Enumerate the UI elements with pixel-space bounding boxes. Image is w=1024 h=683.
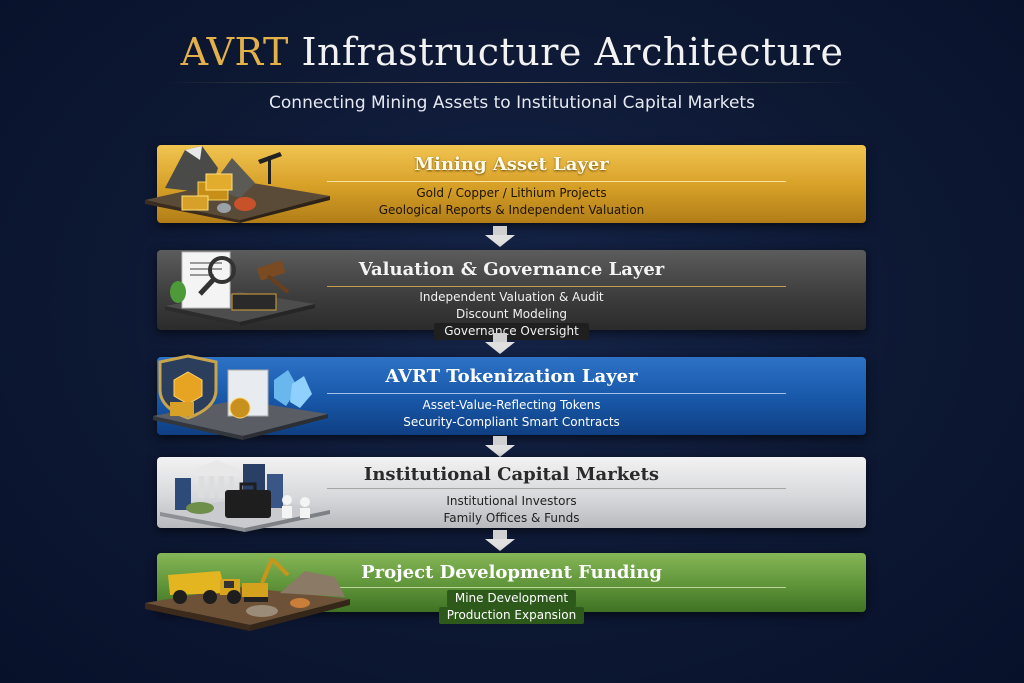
flow-arrow-down-icon bbox=[485, 530, 515, 551]
layer-title: Valuation & Governance Layer bbox=[358, 259, 665, 280]
layer-title: AVRT Tokenization Layer bbox=[385, 366, 638, 387]
header: AVRT Infrastructure Architecture Connect… bbox=[0, 30, 1024, 113]
dump-truck-excavator-icon bbox=[145, 557, 350, 631]
layer-line: Mine Development bbox=[446, 590, 577, 607]
layer-title: Project Development Funding bbox=[361, 562, 662, 583]
layer-line: Asset-Value-Reflecting Tokens bbox=[422, 398, 601, 412]
layer-title: Mining Asset Layer bbox=[414, 154, 609, 175]
layer-lines: Independent Valuation & Audit Discount M… bbox=[157, 289, 866, 340]
layer-lines: Gold / Copper / Lithium Projects Geologi… bbox=[157, 185, 866, 219]
gavel-document-icon bbox=[165, 251, 315, 326]
bank-briefcase-icon bbox=[160, 460, 330, 532]
layer-line: Discount Modeling bbox=[455, 307, 568, 321]
layer-lines: Institutional Investors Family Offices &… bbox=[157, 493, 866, 527]
layer-divider bbox=[327, 286, 786, 287]
layer-line: Governance Oversight bbox=[434, 323, 589, 340]
layer-divider bbox=[327, 488, 786, 489]
title-rest: Infrastructure Architecture bbox=[301, 30, 844, 74]
mining-ore-icon bbox=[145, 146, 330, 223]
layer-title: Institutional Capital Markets bbox=[363, 464, 660, 485]
layer-divider bbox=[327, 393, 786, 394]
flow-arrow-down-icon bbox=[485, 333, 515, 354]
title-divider bbox=[162, 82, 862, 83]
page-subtitle: Connecting Mining Assets to Institutiona… bbox=[269, 93, 755, 113]
layer-divider bbox=[327, 587, 786, 588]
layer-line: Institutional Investors bbox=[446, 494, 577, 508]
flow-arrow-down-icon bbox=[485, 226, 515, 247]
title-brand: AVRT bbox=[180, 30, 289, 74]
shield-token-icon bbox=[153, 354, 328, 440]
layer-lines: Mine Development Production Expansion bbox=[157, 590, 866, 624]
layer-lines: Asset-Value-Reflecting Tokens Security-C… bbox=[157, 397, 866, 431]
layer-line: Geological Reports & Independent Valuati… bbox=[378, 203, 645, 217]
flow-arrow-down-icon bbox=[485, 436, 515, 457]
layer-line: Family Offices & Funds bbox=[443, 511, 580, 525]
layer-line: Production Expansion bbox=[438, 607, 585, 624]
page-title: AVRT Infrastructure Architecture bbox=[0, 30, 1024, 74]
layer-line: Independent Valuation & Audit bbox=[419, 290, 604, 304]
layer-line: Security-Compliant Smart Contracts bbox=[403, 415, 620, 429]
layer-divider bbox=[327, 181, 786, 182]
layer-line: Gold / Copper / Lithium Projects bbox=[416, 186, 607, 200]
